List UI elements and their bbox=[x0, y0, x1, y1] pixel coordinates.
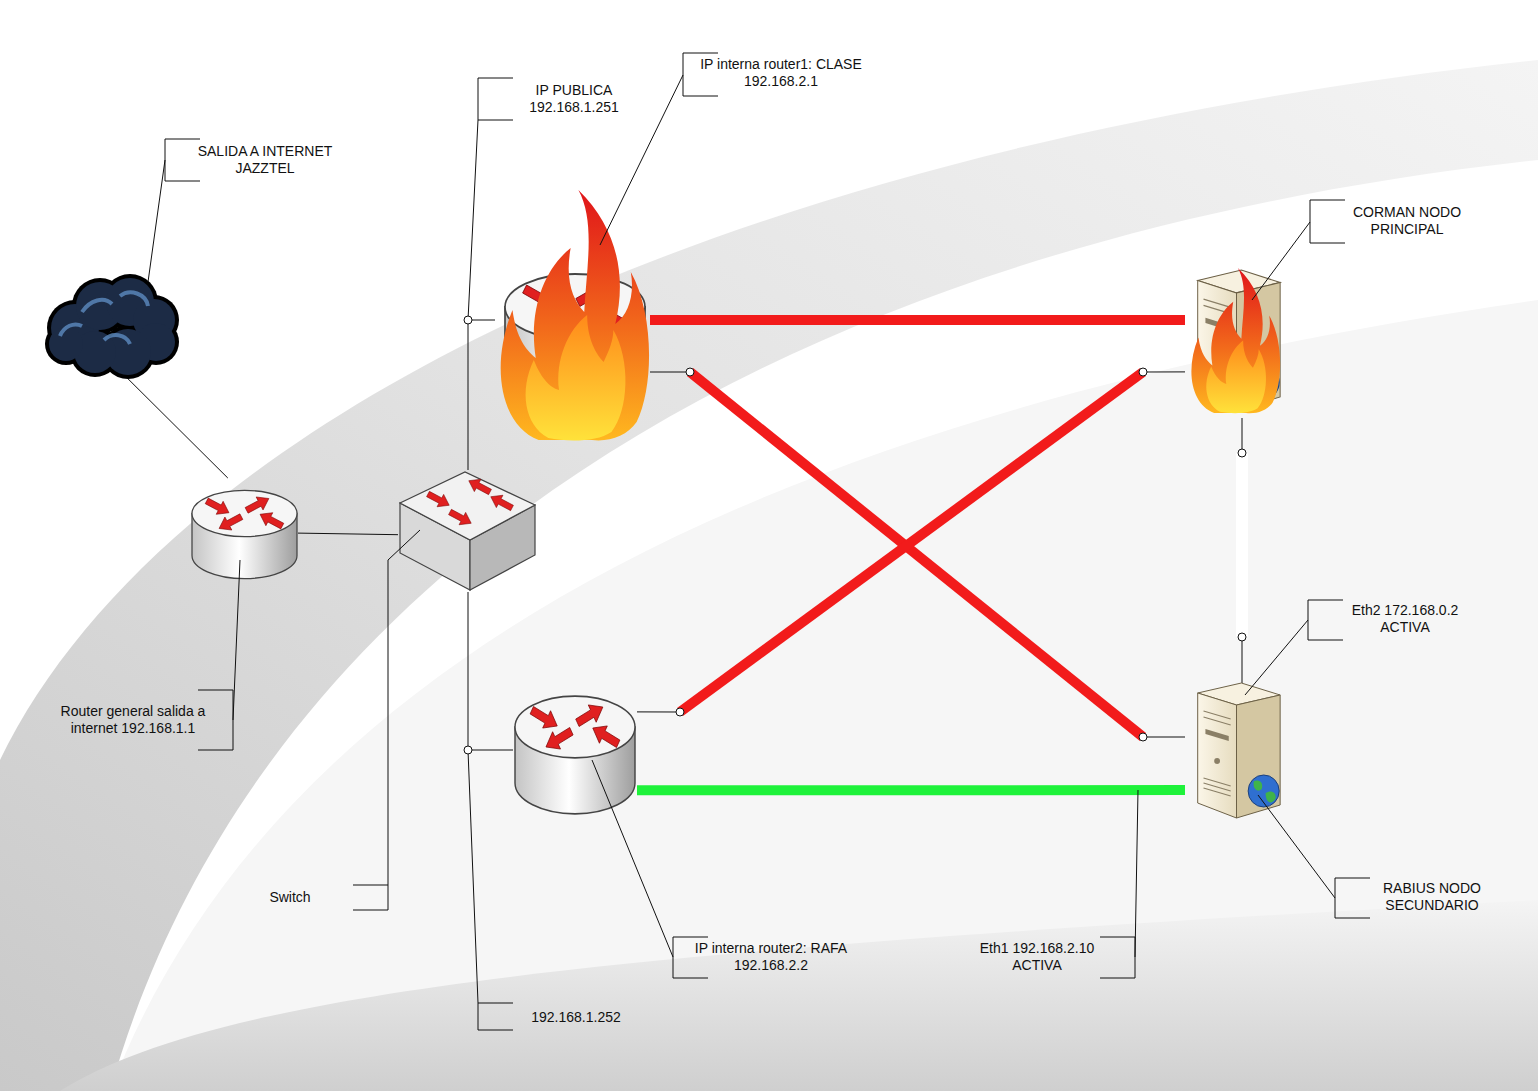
network-link bbox=[298, 533, 398, 535]
firewall-flame bbox=[1191, 268, 1280, 413]
callout-text: Eth2 172.168.0.2 ACTIVA bbox=[1343, 602, 1468, 636]
callout-text: Switch bbox=[250, 889, 330, 906]
link-line bbox=[650, 372, 1185, 737]
network-link bbox=[637, 790, 1185, 791]
firewall-flame bbox=[501, 190, 649, 440]
router-icon bbox=[515, 696, 635, 814]
link-line bbox=[680, 372, 1143, 712]
junction-dot bbox=[464, 316, 1246, 754]
bus-line bbox=[468, 120, 478, 1003]
device-node: Eth2 172.168.0.2 ACTIVARABIUS NODO SECUN… bbox=[1185, 683, 1290, 818]
link-line bbox=[298, 533, 398, 535]
device-node: IP interna router2: RAFA 192.168.2.2192.… bbox=[513, 683, 637, 817]
callout-text: SALIDA A INTERNET JAZZTEL bbox=[195, 143, 335, 177]
device-node: SALIDA A INTERNET JAZZTEL bbox=[48, 278, 180, 378]
network-link bbox=[650, 320, 1185, 321]
callout-text: IP PUBLICA 192.168.1.251 bbox=[519, 82, 629, 116]
network-link bbox=[468, 592, 513, 750]
callout-text: RABIUS NODO SECUNDARIO bbox=[1362, 880, 1502, 914]
callout-text: IP interna router1: CLASE 192.168.2.1 bbox=[691, 56, 871, 90]
link-line bbox=[127, 378, 228, 478]
callout-text: IP interna router2: RAFA 192.168.2.2 bbox=[681, 940, 861, 974]
callout-text: CORMAN NODO PRINCIPAL bbox=[1345, 204, 1470, 238]
router-icon bbox=[192, 490, 297, 578]
link-line bbox=[1236, 453, 1248, 637]
device-node: Switch bbox=[398, 470, 538, 592]
callout-text: Router general salida a internet 192.168… bbox=[53, 703, 213, 737]
network-link bbox=[468, 320, 495, 470]
link-line bbox=[637, 372, 1185, 712]
network-link bbox=[650, 372, 1185, 737]
link-line bbox=[468, 320, 495, 470]
background-swoosh bbox=[0, 60, 1538, 1091]
leader-line bbox=[148, 75, 1335, 957]
link-line bbox=[468, 592, 513, 750]
device-node: Router general salida a internet 192.168… bbox=[190, 478, 298, 580]
link-line bbox=[650, 315, 1185, 325]
link-line bbox=[637, 785, 1185, 795]
device-node: IP PUBLICA 192.168.1.251IP interna route… bbox=[495, 190, 650, 440]
device-node: CORMAN NODO PRINCIPAL bbox=[1185, 268, 1290, 418]
server-icon bbox=[1198, 683, 1280, 818]
callout-text: Eth1 192.168.2.10 ACTIVA bbox=[972, 940, 1102, 974]
callout-bracket bbox=[165, 53, 1370, 1030]
network-link bbox=[127, 378, 228, 478]
network-link bbox=[637, 372, 1185, 712]
link-line bbox=[1242, 418, 1243, 683]
background-band bbox=[60, 900, 1538, 1091]
callout-text: 192.168.1.252 bbox=[516, 1009, 636, 1026]
switch-icon bbox=[400, 472, 535, 590]
network-link bbox=[1242, 418, 1243, 683]
internet-cloud bbox=[45, 274, 179, 379]
